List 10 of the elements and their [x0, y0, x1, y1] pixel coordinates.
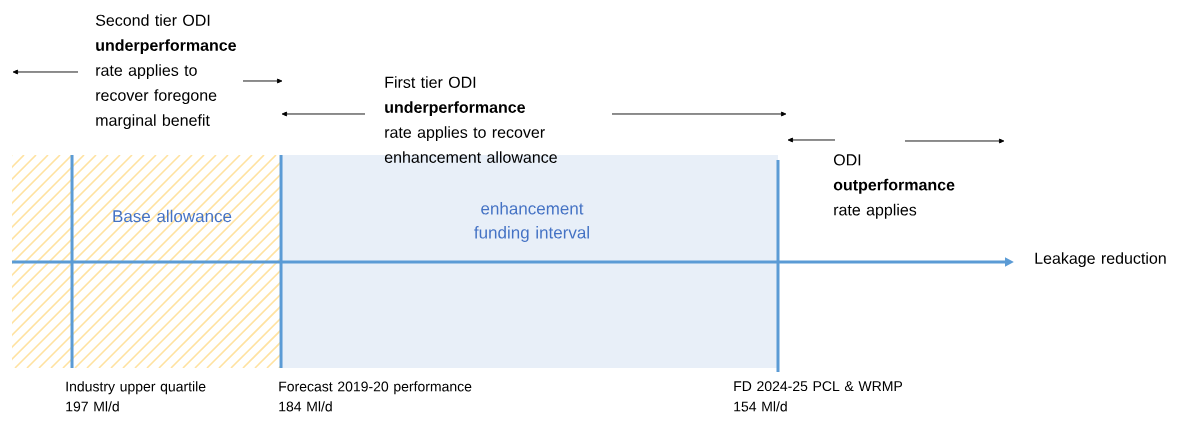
marker-label: Industry upper quartile: [66, 381, 206, 395]
marker-label: 154 Ml/d: [734, 401, 787, 412]
marker-label: FD 2024-25 PCL & WRMP: [734, 381, 903, 392]
annotation-text: Second tier ODI underperformance rate applies to recover foregone marginal benefit: [95, 14, 236, 130]
marker-label: 197 Ml/d: [66, 401, 119, 412]
marker-label: Forecast 2019-20 performance: [279, 381, 472, 395]
marker-label: 184 Ml/d: [279, 401, 332, 412]
hatched-band: Base allowance: [12, 155, 281, 368]
annotation-text: ODI outperformance rate applies: [833, 154, 955, 219]
axis-label: Leakage reduction: [1035, 252, 1166, 268]
